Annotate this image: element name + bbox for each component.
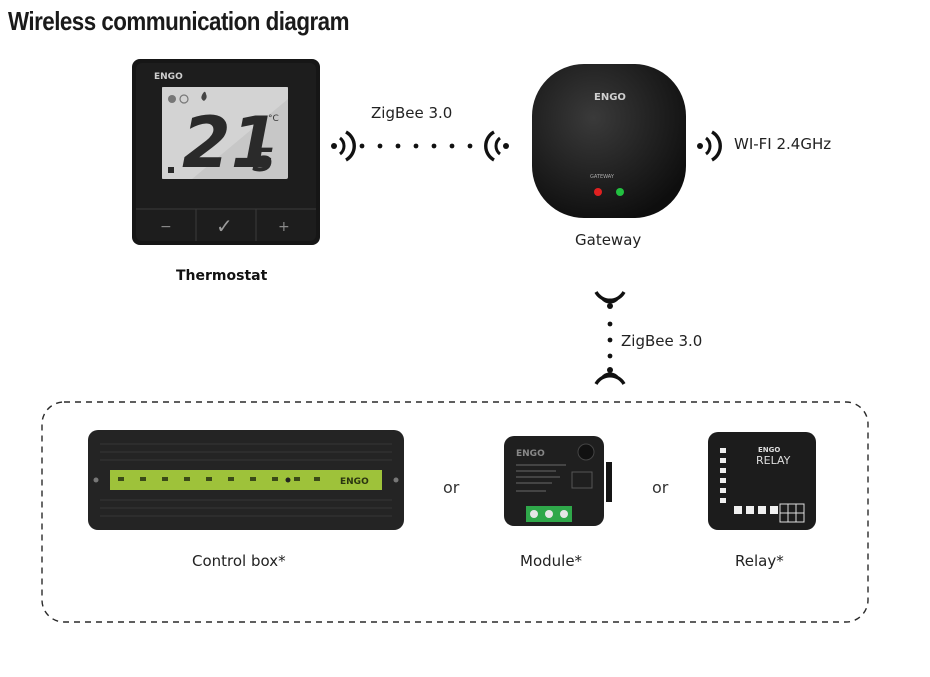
gateway-led-red — [594, 188, 602, 196]
relay-label: Relay* — [735, 552, 784, 570]
module-device: ENGO — [504, 436, 612, 526]
signal-in-icon — [503, 143, 509, 149]
zigbee-link-vertical — [594, 291, 626, 385]
thermostat-temp-main: 21 — [182, 102, 279, 184]
flame-icon — [201, 91, 207, 101]
gateway-brand: ENGO — [594, 92, 626, 103]
thermostat-device: ENGO 21 5 °C − ✓ + — [132, 59, 320, 245]
control-box-device: ENGO — [88, 430, 404, 530]
control-box-brand: ENGO — [340, 477, 369, 487]
module-label: Module* — [520, 552, 583, 570]
gateway-led-green — [616, 188, 624, 196]
wifi-label: WI-FI 2.4GHz — [734, 135, 832, 153]
relay-brand: ENGO — [758, 446, 780, 454]
signal-up-icon — [607, 367, 613, 373]
zigbee-label-2: ZigBee 3.0 — [621, 332, 703, 350]
gateway-label: Gateway — [575, 231, 642, 249]
thermostat-check-button: ✓ — [216, 214, 233, 238]
zigbee-label-1: ZigBee 3.0 — [371, 104, 453, 122]
signal-down-icon — [607, 303, 613, 309]
gear-icon — [168, 95, 176, 103]
or-separator-1: or — [443, 478, 460, 497]
thermostat-label: Thermostat — [176, 268, 268, 284]
thermostat-unit: °C — [268, 114, 279, 124]
thermostat-minus-button: − — [160, 219, 172, 235]
wifi-signal-icon — [697, 130, 722, 162]
relay-device: ENGO RELAY — [708, 432, 816, 530]
thermostat-plus-button: + — [278, 219, 290, 235]
or-separator-2: or — [652, 478, 669, 497]
thermostat-temp-decimal: 5 — [252, 141, 274, 179]
zigbee-link-horizontal — [331, 130, 509, 162]
relay-product: RELAY — [756, 454, 791, 467]
module-brand: ENGO — [516, 449, 545, 459]
gateway-device: ENGO GATEWAY — [532, 64, 686, 218]
receivers-group-border — [41, 401, 869, 623]
gateway-panel-text: GATEWAY — [590, 174, 615, 180]
control-box-label: Control box* — [192, 552, 286, 570]
page-title: Wireless communication diagram — [8, 6, 349, 36]
wireless-icon — [179, 94, 189, 104]
thermostat-brand: ENGO — [154, 72, 183, 82]
signal-out-icon — [331, 143, 337, 149]
